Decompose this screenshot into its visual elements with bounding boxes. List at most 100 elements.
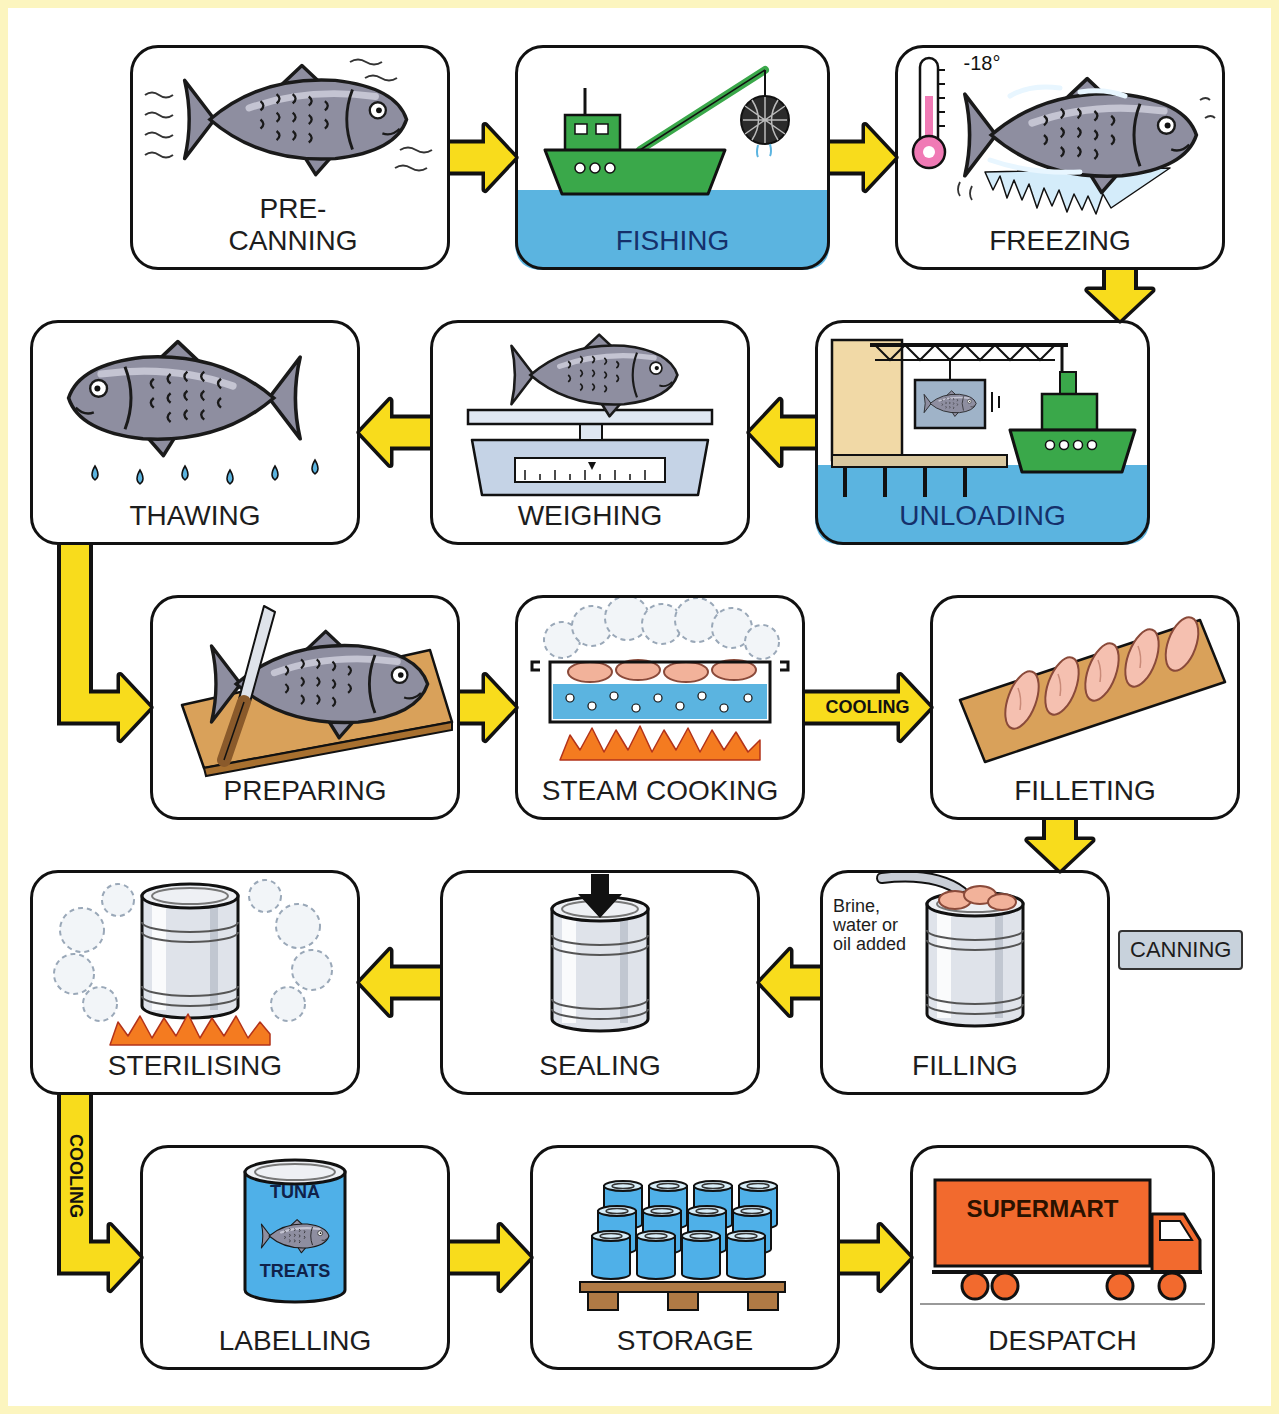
steam-cooking-picture [745, 625, 779, 659]
step-panel: PRE- CANNING [130, 45, 450, 270]
weighing-picture [468, 410, 712, 424]
arrow-label: COOLING [822, 697, 914, 719]
filleting-picture [1119, 625, 1166, 691]
unloading-picture [1060, 372, 1076, 394]
storage-picture [592, 1231, 630, 1279]
picture-text: TREATS [245, 1262, 345, 1282]
fishing-picture [741, 96, 789, 144]
storage-picture [580, 1181, 785, 1310]
arrow-label: COOLING [64, 1130, 86, 1222]
step-label: STORAGE [533, 1325, 837, 1357]
storage-picture [588, 1292, 618, 1310]
steam-cooking-picture [560, 726, 760, 760]
freezing-picture [990, 87, 1125, 172]
step-label: DESPATCH [913, 1325, 1212, 1357]
fishing-picture [515, 190, 830, 270]
sterilising-picture [60, 908, 104, 952]
steam-cooking-picture [532, 662, 788, 670]
block-arrow [805, 676, 930, 740]
arrow-head-outline [1088, 290, 1152, 320]
step-panel: THAWING [30, 320, 360, 545]
sterilising-picture [110, 1014, 270, 1045]
arrow-head [1028, 840, 1092, 870]
arrow-head [500, 1226, 530, 1290]
preparing-picture [239, 606, 275, 702]
labelling-picture [245, 1172, 345, 1302]
tag-text: CANNING [1130, 937, 1231, 962]
steam-cooking-picture [568, 662, 612, 682]
arrow-head-outline [485, 676, 515, 740]
block-arrow [450, 126, 515, 190]
fishing-picture [575, 124, 587, 134]
block-arrow [360, 951, 440, 1015]
steam-cooking-picture [550, 662, 770, 722]
arrow-shaft [830, 144, 871, 172]
steam-cooking-picture [698, 692, 706, 700]
freezing-picture [923, 146, 935, 158]
block-arrow [750, 401, 815, 465]
steam-cooking-picture [610, 692, 618, 700]
arrow-shaft [774, 419, 815, 447]
block-arrow [1088, 270, 1152, 320]
fishing-picture [515, 70, 830, 270]
step-panel: DESPATCH [910, 1145, 1215, 1370]
weighing-picture [588, 462, 596, 470]
filleting-picture [1159, 613, 1204, 675]
preparing-picture [182, 606, 452, 776]
weighing-picture [515, 458, 665, 482]
labelling-picture [261, 1220, 329, 1253]
freezing-picture [965, 79, 1197, 193]
unloading-picture [1046, 441, 1055, 450]
step-label: UNLOADING [818, 500, 1147, 532]
unloading-picture [1010, 430, 1135, 472]
unloading-picture [1088, 441, 1097, 450]
filleting-picture [1079, 639, 1126, 705]
freezing-picture [913, 136, 945, 168]
weighing-picture [511, 335, 677, 417]
filling-picture [882, 877, 962, 892]
picture-text: -18° [950, 52, 1014, 74]
preparing-picture [224, 702, 244, 760]
unloading-picture [949, 360, 951, 380]
despatch-picture [920, 1303, 1205, 1305]
arrow-shaft [384, 969, 440, 997]
unloading-picture [875, 359, 1055, 361]
fishing-picture [596, 124, 608, 134]
filling-picture [927, 892, 1023, 1026]
step-panel: UNLOADING [815, 320, 1150, 545]
step-label: PREPARING [153, 775, 457, 807]
steam-cooking-picture [654, 694, 662, 702]
fishing-picture [584, 88, 587, 115]
weighing-picture [472, 440, 708, 495]
step-panel: LABELLING [140, 1145, 450, 1370]
despatch-picture [935, 1180, 1150, 1266]
arrow-shaft [384, 419, 430, 447]
sterilising-picture [102, 884, 134, 916]
step-label: LABELLING [143, 1325, 447, 1357]
steam-cooking-picture [632, 704, 640, 712]
steam-cooking-picture [605, 596, 649, 640]
thawing-picture [69, 342, 301, 456]
arrow-shaft [450, 144, 491, 172]
arrow-head-outline [750, 401, 780, 465]
arrow-head [1088, 290, 1152, 320]
page-frame [4, 4, 1275, 1410]
sterilising-picture [276, 904, 320, 948]
section-tag: CANNING [1118, 930, 1243, 970]
despatch-picture [962, 1273, 988, 1299]
arrow-head-outline [500, 1226, 530, 1290]
steam-cooking-picture [664, 662, 708, 682]
fishing-picture [605, 163, 615, 173]
picture-text: TUNA [245, 1183, 345, 1203]
block-arrow [830, 126, 895, 190]
fishing-picture [590, 163, 600, 173]
fishing-picture [757, 144, 771, 157]
sterilising-picture [292, 950, 332, 990]
unloading-picture [924, 391, 976, 417]
freezing-picture [958, 98, 1215, 200]
steam-cooking-picture [744, 694, 752, 702]
step-panel: STERILISING [30, 870, 360, 1095]
unloading-picture [1061, 345, 1064, 372]
block-arrow [360, 401, 430, 465]
steam-cooking-picture [532, 596, 788, 760]
